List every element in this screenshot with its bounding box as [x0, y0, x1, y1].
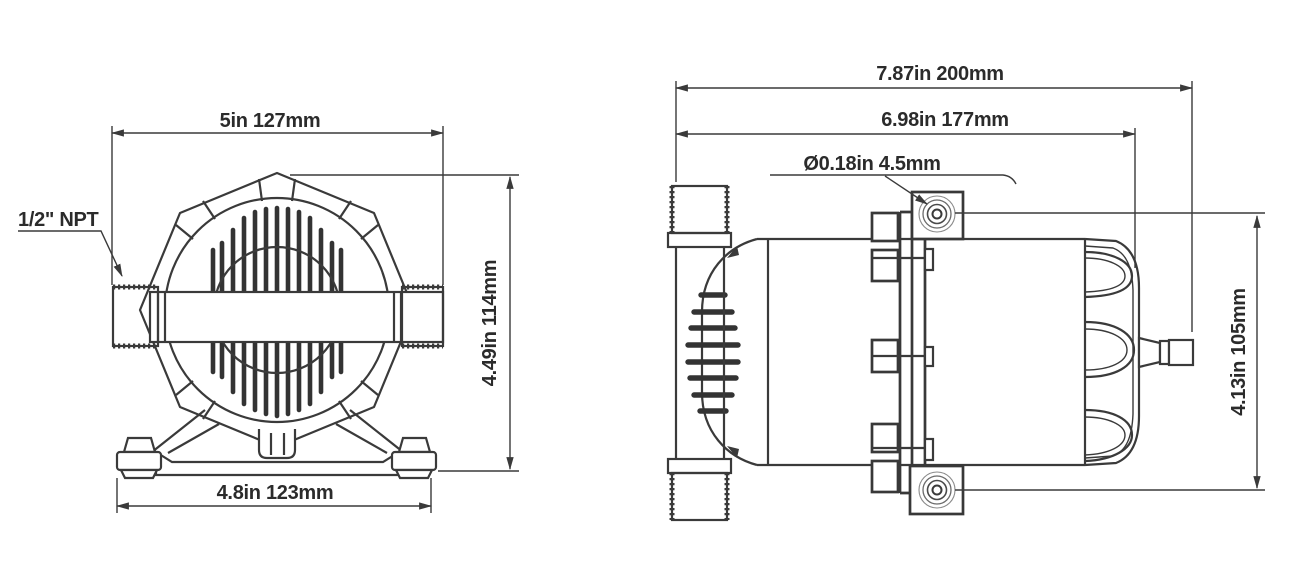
npt-label: 1/2" NPT	[18, 209, 99, 231]
side-port-bottom	[670, 471, 729, 522]
npt-leader	[18, 230, 123, 277]
side-dimensions: 7.87in 200mm 6.98in 177mm Ø0.18in 4.5mm …	[674, 63, 1265, 491]
hole-underline	[770, 174, 1017, 185]
motor-end-cap-inner	[1084, 245, 1134, 459]
dim-label-body-length: 6.98in 177mm	[881, 109, 1009, 131]
ext-lines-top-width	[111, 126, 444, 285]
dim-label-front-width: 5in 127mm	[220, 110, 321, 132]
dome-tabs	[727, 246, 739, 458]
dim-label-hole: Ø0.18in 4.5mm	[803, 153, 940, 175]
front-view	[111, 171, 445, 480]
bracket-bottom	[908, 464, 965, 516]
vent-top	[1084, 250, 1134, 299]
port-flange-top	[666, 231, 733, 249]
dim-label-base-width: 4.8in 123mm	[217, 482, 334, 504]
dim-label-side-height: 4.13in 105mm	[1228, 288, 1250, 416]
ext-lines-side-height	[955, 212, 1265, 491]
port-column	[674, 247, 726, 459]
mounting-rail	[898, 210, 927, 495]
screw-hole-bottom	[918, 471, 956, 509]
cap-vents	[1084, 250, 1136, 463]
base-struts	[151, 409, 404, 454]
body-outline	[757, 237, 1085, 467]
hole-leader	[884, 175, 928, 205]
foot-left	[115, 436, 163, 480]
pump-head-dome	[700, 237, 758, 467]
vent-middle	[1084, 320, 1136, 379]
screw-hole-top	[918, 195, 956, 233]
head-ribs	[685, 292, 741, 414]
threaded-port-left	[111, 285, 160, 348]
ext-lines-height	[290, 174, 519, 472]
side-view	[666, 184, 1195, 522]
port-flange-bottom	[666, 457, 733, 475]
rail-clips	[870, 211, 935, 494]
motor-shaft	[1137, 336, 1195, 369]
corner-braces	[175, 178, 379, 420]
dim-label-overall-length: 7.87in 200mm	[876, 63, 1004, 85]
manifold-band	[148, 290, 445, 344]
side-port-top	[670, 184, 729, 235]
front-dimensions: 5in 127mm 1/2" NPT 4.49in 114mm 4.8in 12…	[18, 110, 519, 513]
foot-right	[390, 436, 438, 480]
dim-label-front-height: 4.49in 114mm	[479, 260, 501, 387]
bottom-tab-lines	[269, 433, 286, 455]
vent-bottom	[1084, 408, 1134, 463]
bottom-center-tab	[257, 429, 297, 460]
